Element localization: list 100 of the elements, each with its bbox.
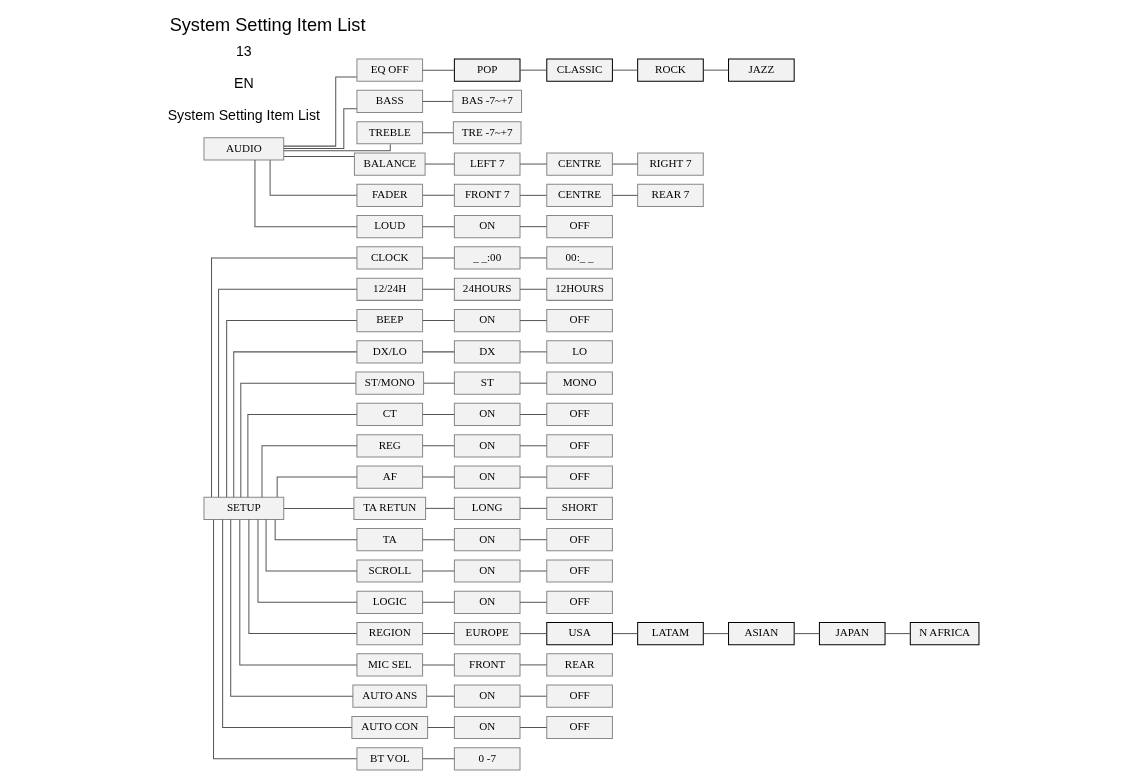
node-box: BAS -7~+7 (452, 89, 523, 114)
connector (248, 519, 358, 635)
connector (424, 163, 455, 165)
connector (226, 320, 358, 498)
node-box: ROCK (637, 58, 704, 82)
connector (519, 445, 548, 447)
node-box: AUTO CON (351, 715, 429, 740)
node-box: LO (546, 340, 613, 364)
connector (703, 633, 729, 635)
connector (519, 539, 548, 541)
node-box: 12HOURS (546, 277, 613, 301)
node-box: BASS (356, 89, 424, 114)
connector (519, 695, 548, 697)
connector (422, 194, 455, 196)
node-box: ON (453, 465, 521, 489)
node-box: OFF (546, 434, 613, 458)
label: 13 (235, 42, 252, 59)
connector (519, 194, 548, 196)
node-box: ON (453, 434, 521, 458)
node-box: OFF (546, 684, 613, 708)
node-box: CENTRE (546, 152, 613, 176)
connector (218, 288, 358, 498)
connector (612, 69, 639, 71)
connector (269, 159, 358, 196)
node-box: ASIAN (728, 622, 795, 646)
node-box: 12/24H (356, 277, 424, 301)
connector (422, 288, 455, 290)
connector (230, 519, 354, 697)
node-box: ON (453, 715, 521, 740)
connector (240, 382, 357, 498)
connector (213, 519, 358, 760)
node-box: ST (453, 371, 521, 395)
node-box: RIGHT 7 (637, 152, 704, 176)
connector (274, 519, 358, 541)
connector (422, 664, 455, 666)
node-box: REGION (356, 622, 424, 646)
node-box: JAPAN (818, 622, 886, 646)
node-box: MONO (546, 371, 613, 395)
node-box: REAR (546, 653, 613, 677)
node-box: DX/LO (356, 340, 424, 364)
node-box: DX (453, 340, 521, 364)
connector (422, 351, 455, 353)
connector (793, 633, 820, 635)
connector (422, 601, 455, 603)
node-box: FRONT 7 (453, 183, 521, 207)
node-box: ON (453, 684, 521, 708)
connector (519, 507, 548, 509)
connector (265, 519, 358, 572)
node-box: LEFT 7 (453, 152, 521, 176)
node-box: SETUP (203, 496, 285, 520)
node-box: OFF (546, 215, 613, 239)
connector (519, 257, 548, 259)
node-box: BEEP (356, 308, 424, 333)
connector (422, 226, 455, 228)
node-box: AUDIO (203, 137, 285, 161)
connector (283, 507, 355, 509)
node-box: CT (356, 402, 424, 427)
connector (283, 76, 358, 147)
node-box: OFF (546, 528, 613, 552)
node-box: LOGIC (356, 590, 424, 614)
connector (283, 108, 358, 149)
node-box: CLOCK (356, 246, 424, 270)
node-box: LATAM (637, 622, 704, 646)
connector (247, 413, 358, 498)
connector (423, 382, 455, 384)
connector (519, 601, 548, 603)
connector (283, 155, 355, 157)
node-box: SCROLL (356, 559, 424, 583)
node-box: 0 -7 (453, 747, 521, 771)
connector (422, 320, 455, 322)
connector (222, 519, 353, 728)
connector (884, 633, 911, 635)
connector (239, 519, 358, 666)
connector (233, 351, 358, 498)
node-box: EQ OFF (356, 58, 424, 82)
connector (519, 570, 548, 572)
connector (519, 382, 548, 384)
connector (422, 570, 455, 572)
node-box: MIC SEL (356, 653, 424, 677)
node-box: LOUD (356, 215, 424, 239)
label: System Setting Item List (167, 107, 320, 124)
connector (519, 633, 548, 635)
node-box: CENTRE (546, 183, 613, 207)
connector (422, 539, 455, 541)
node-box: OFF (546, 465, 613, 489)
connector (211, 257, 358, 498)
node-box: POP (453, 58, 521, 82)
node-box: N AFRICA (909, 622, 980, 646)
connector (519, 226, 548, 228)
connector (422, 100, 454, 102)
node-box: TA RETUN (353, 496, 427, 520)
node-box: ON (453, 402, 521, 427)
node-box: AUTO ANS (352, 684, 428, 708)
node-box: BALANCE (353, 152, 426, 176)
connector (519, 413, 548, 415)
connector (612, 633, 639, 635)
node-box: OFF (546, 715, 613, 740)
connector (422, 257, 455, 259)
connector (261, 445, 358, 498)
node-box: OFF (546, 559, 613, 583)
